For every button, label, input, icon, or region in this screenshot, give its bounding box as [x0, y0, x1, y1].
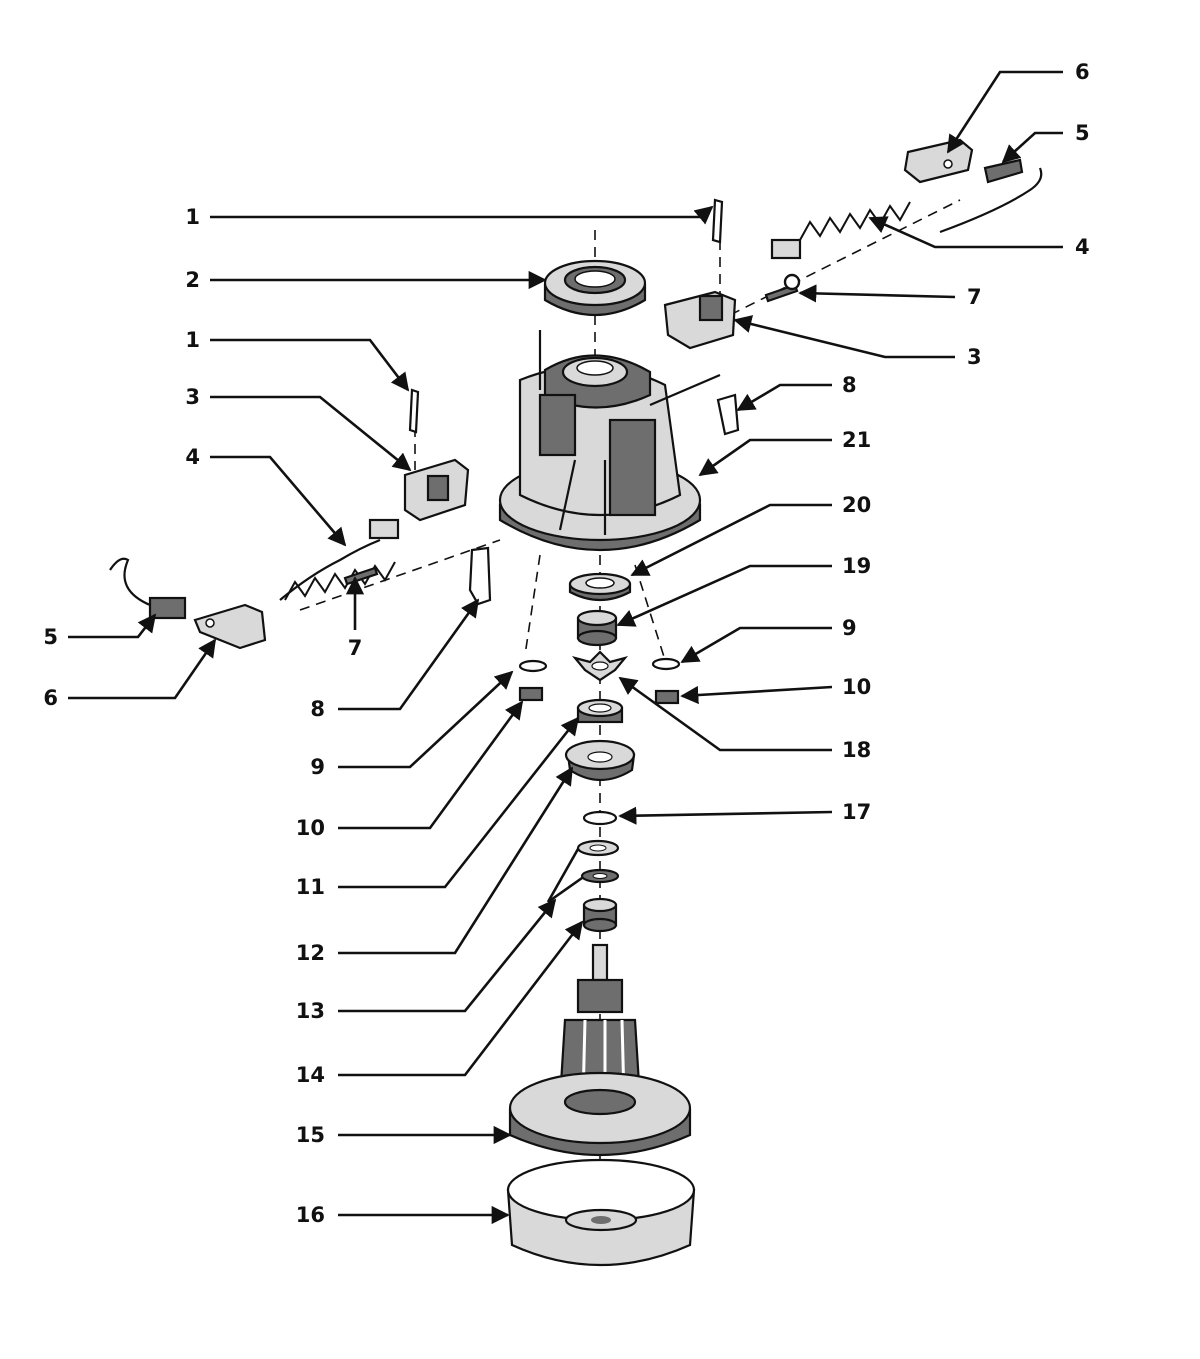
- washers-part-13: [576, 839, 620, 884]
- nut-part-10-left: [518, 686, 544, 702]
- callout-6-left: 6: [43, 686, 58, 710]
- bearing-cap-part-2: [543, 259, 647, 316]
- ring-part-17: [582, 810, 618, 826]
- callout-1-left: 1: [185, 328, 200, 352]
- callout-3-left: 3: [185, 385, 200, 409]
- bearing-part-11: [576, 698, 624, 724]
- callout-19: 19: [842, 554, 871, 578]
- callout-5-right: 5: [1075, 121, 1090, 145]
- parts-illustration: [109, 138, 1043, 1267]
- star-washer-part-18: [571, 650, 629, 682]
- washer-part-9-left: [518, 659, 548, 673]
- right-brush-assembly: [663, 138, 1043, 436]
- callout-21: 21: [842, 428, 871, 452]
- callout-9-left: 9: [310, 755, 325, 779]
- leader-lines: [68, 70, 1063, 1225]
- callout-labels: 1 2 1 3 4 5 6 7 8 9 10 11 12 13 14 15 16…: [43, 60, 1089, 1227]
- callout-6-right: 6: [1075, 60, 1090, 84]
- callout-10-right: 10: [842, 675, 871, 699]
- washer-part-9-right: [651, 657, 681, 671]
- callout-9-right: 9: [842, 616, 857, 640]
- bushing-part-14: [582, 897, 618, 933]
- callout-20: 20: [842, 493, 871, 517]
- callout-7-right: 7: [967, 285, 982, 309]
- callout-5-left: 5: [43, 625, 58, 649]
- left-brush-assembly: [109, 388, 492, 650]
- motor-housing-part-21: [498, 330, 721, 551]
- fan-housing-part-16: [506, 1158, 696, 1267]
- bushing-part-19: [576, 609, 618, 647]
- fan-part-15: [508, 1071, 692, 1157]
- callout-14: 14: [296, 1063, 325, 1087]
- callout-4-right: 4: [1075, 235, 1090, 259]
- callout-16: 16: [296, 1203, 325, 1227]
- callout-2: 2: [185, 268, 200, 292]
- bearing-plate-part-12: [564, 739, 636, 781]
- callout-1-top: 1: [185, 205, 200, 229]
- callout-8-right: 8: [842, 373, 857, 397]
- callout-12: 12: [296, 941, 325, 965]
- callout-3-right: 3: [967, 345, 982, 369]
- callout-15: 15: [296, 1123, 325, 1147]
- nut-part-10-right: [654, 689, 680, 705]
- callout-11: 11: [296, 875, 325, 899]
- callout-7-left: 7: [348, 636, 363, 660]
- washer-part-20: [568, 572, 632, 602]
- callout-8-left: 8: [310, 697, 325, 721]
- callout-13: 13: [296, 999, 325, 1023]
- callout-17: 17: [842, 800, 871, 824]
- callout-10-left: 10: [296, 816, 325, 840]
- callout-4-left: 4: [185, 445, 200, 469]
- callout-18: 18: [842, 738, 871, 762]
